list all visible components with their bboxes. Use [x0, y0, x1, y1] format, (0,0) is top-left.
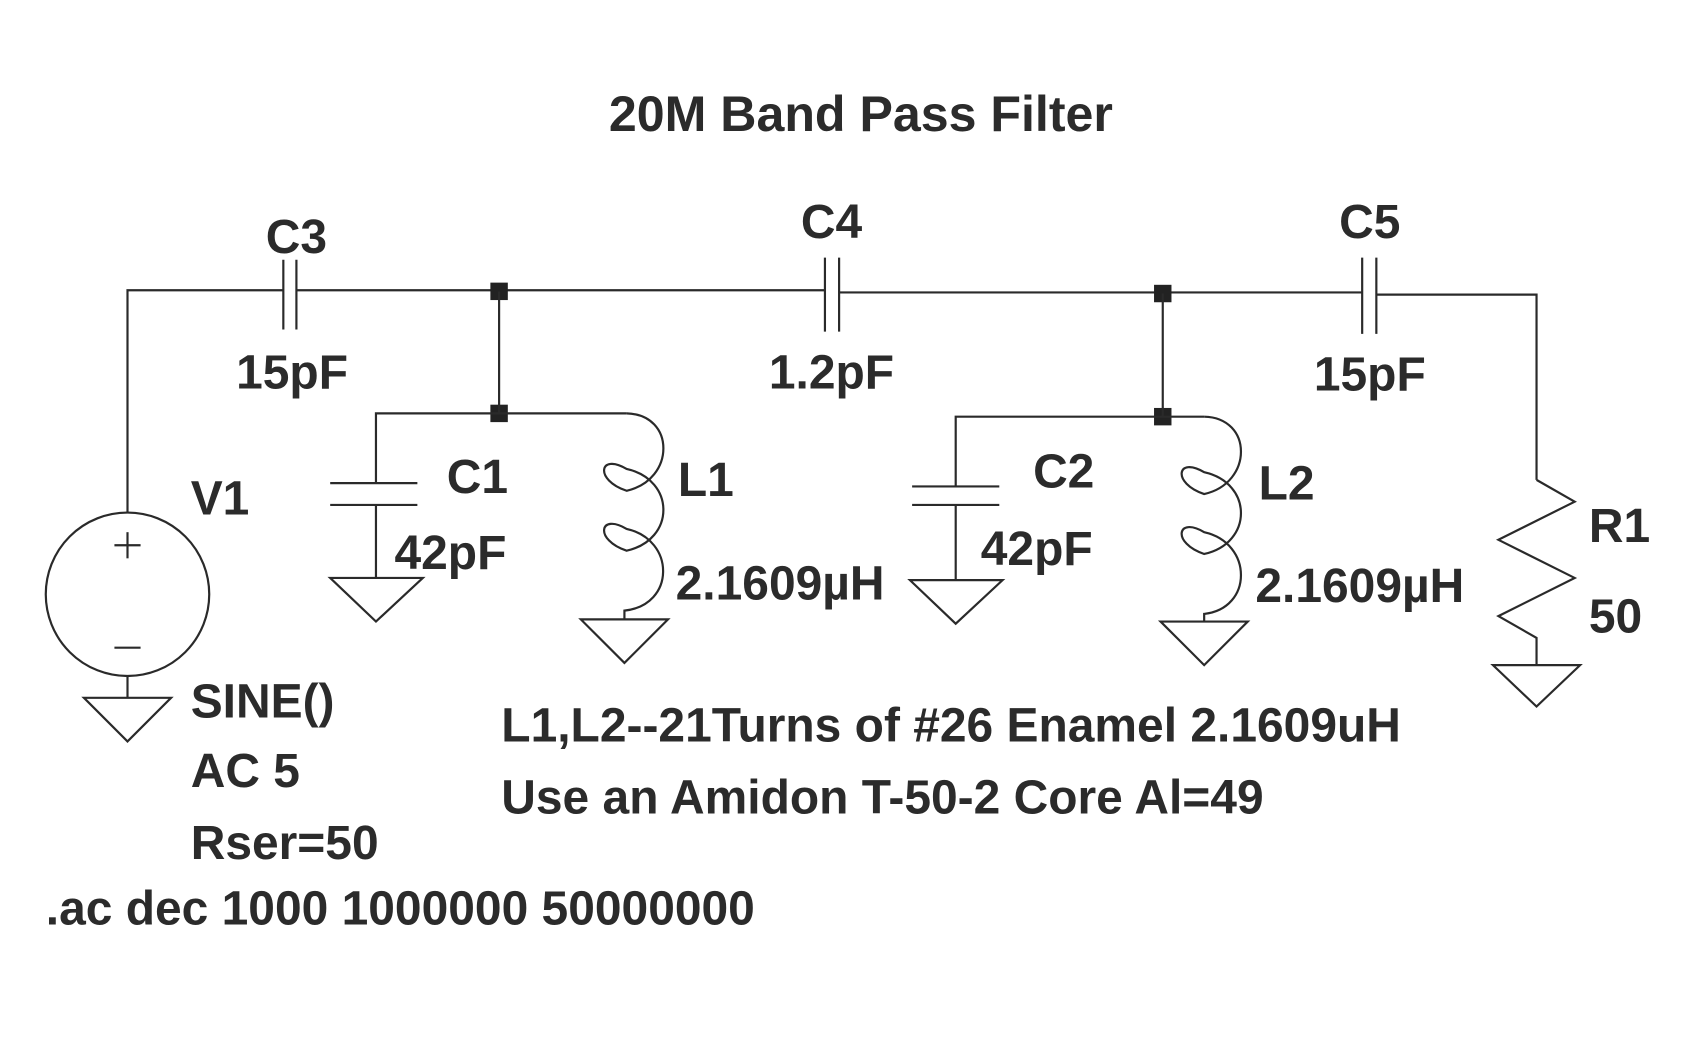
ground-icon	[81, 696, 174, 743]
ground-icon	[1157, 620, 1251, 667]
l1-value: 2.1609µH	[676, 558, 885, 611]
r1-ref: R1	[1589, 500, 1650, 553]
l1-ref: L1	[678, 454, 734, 507]
schematic-title: 20M Band Pass Filter	[609, 86, 1113, 142]
l2-ref: L2	[1259, 457, 1315, 510]
c5-ref: C5	[1339, 196, 1400, 249]
c3-value: 15pF	[236, 346, 348, 399]
c1-ref: C1	[447, 451, 508, 504]
ground-icon	[1490, 664, 1583, 709]
tank-1-wiring	[374, 291, 627, 578]
capacitor-c2	[912, 485, 1000, 507]
c3-ref: C3	[266, 211, 327, 264]
capacitor-c3	[282, 259, 298, 330]
inductor-l2	[1180, 415, 1242, 622]
c4-ref: C4	[801, 196, 863, 249]
ground-icon	[907, 579, 1006, 626]
c1-value: 42pF	[394, 527, 506, 580]
c2-value: 42pF	[981, 523, 1093, 576]
inductor-l1	[603, 412, 665, 620]
c2-ref: C2	[1033, 446, 1094, 499]
capacitor-c4	[823, 257, 841, 332]
r1-value: 50	[1589, 590, 1642, 643]
l2-value: 2.1609µH	[1255, 560, 1464, 613]
capacitor-c1	[330, 482, 418, 507]
note-line-2: Use an Amidon T-50-2 Core Al=49	[501, 771, 1263, 824]
top-wire	[126, 289, 1538, 513]
v1-line-2: AC 5	[191, 745, 300, 798]
v1-line-1: SINE()	[191, 675, 335, 728]
resistor-r1	[1495, 478, 1578, 666]
c4-value: 1.2pF	[769, 346, 894, 399]
v1-line-3: Rser=50	[191, 817, 379, 870]
capacitor-c5	[1361, 257, 1378, 334]
tank-2-wiring	[954, 293, 1205, 581]
c5-value: 15pF	[1314, 349, 1426, 402]
note-line-1: L1,L2--21Turns of #26 Enamel 2.1609uH	[501, 699, 1401, 752]
ground-icon	[327, 576, 426, 624]
voltage-source-v1	[44, 511, 211, 698]
spice-directive: .ac dec 1000 1000000 50000000	[46, 882, 755, 935]
v1-ref: V1	[191, 473, 250, 526]
ground-icon	[578, 618, 671, 665]
